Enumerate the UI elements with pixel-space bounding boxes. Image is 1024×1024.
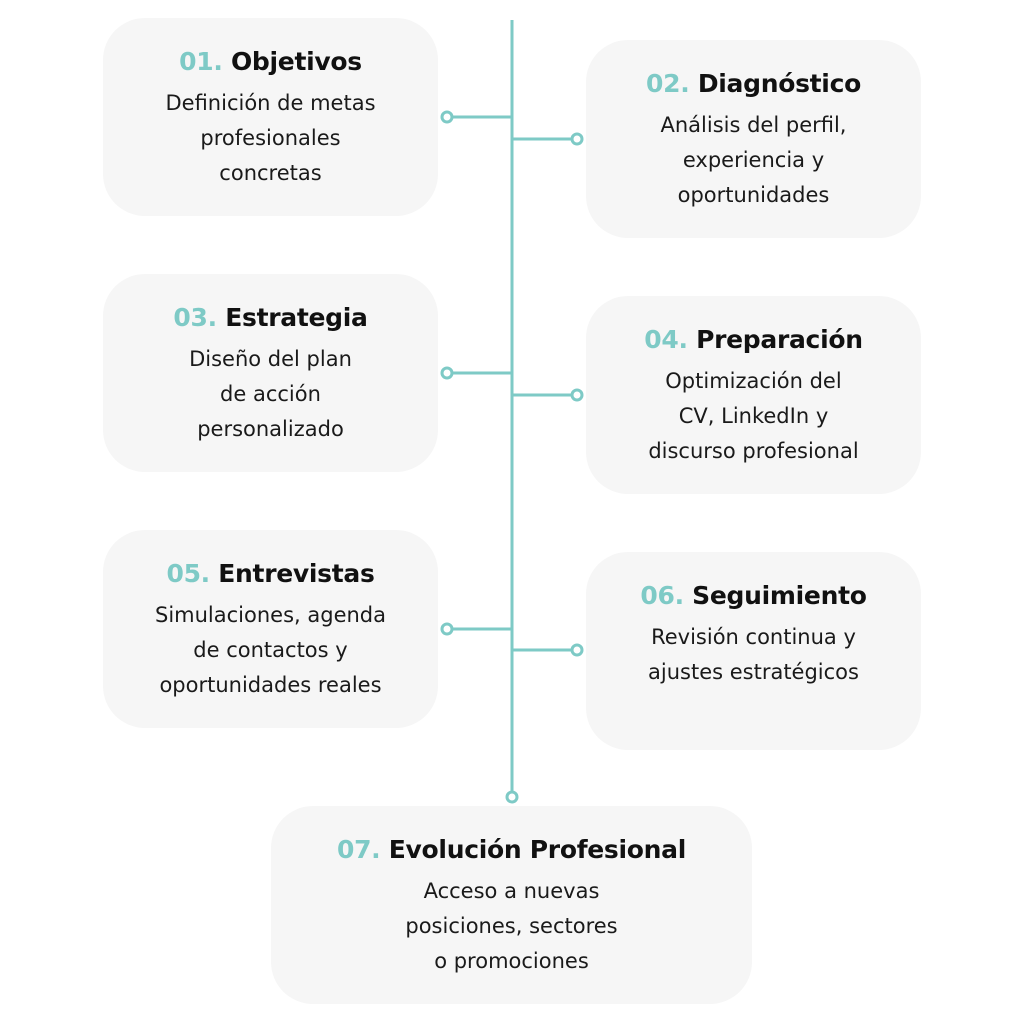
step-card-3: 03. Estrategia Diseño del plan de acción… [103, 274, 438, 472]
connector-dot-3 [440, 366, 454, 380]
connector-dot-4 [570, 388, 584, 402]
connector-dot-1 [440, 110, 454, 124]
step-description: Análisis del perfil, experiencia y oport… [660, 113, 847, 207]
step-card-1: 01. Objetivos Definición de metas profes… [103, 18, 438, 216]
step-title: 07. Evolución Profesional [336, 835, 686, 864]
step-description: Revisión continua y ajustes estratégicos [648, 625, 859, 684]
connector-dot-2 [570, 132, 584, 146]
step-card-2: 02. Diagnóstico Análisis del perfil, exp… [586, 40, 921, 238]
step-description: Simulaciones, agenda de contactos y opor… [154, 603, 386, 697]
step-card-6: 06. Seguimiento Revisión continua y ajus… [586, 552, 921, 750]
step-card-5: 05. Entrevistas Simulaciones, agenda de … [103, 530, 438, 728]
step-description: Acceso a nuevas posiciones, sectores o p… [405, 879, 618, 973]
step-description: Optimización del CV, LinkedIn y discurso… [648, 369, 859, 463]
step-title: 06. Seguimiento [640, 581, 867, 610]
step-card-4: 04. Preparación Optimización del CV, Lin… [586, 296, 921, 494]
connector-dot-7 [505, 790, 519, 804]
step-description: Definición de metas profesionales concre… [165, 91, 376, 185]
connector-dot-5 [440, 622, 454, 636]
step-title: 04. Preparación [644, 325, 863, 354]
step-title: 02. Diagnóstico [646, 69, 861, 98]
step-title: 05. Entrevistas [166, 559, 375, 588]
step-title: 01. Objetivos [179, 47, 362, 76]
step-description: Diseño del plan de acción personalizado [189, 347, 352, 441]
connector-dot-6 [570, 643, 584, 657]
step-title: 03. Estrategia [173, 303, 368, 332]
step-card-7: 07. Evolución Profesional Acceso a nueva… [271, 806, 752, 1004]
